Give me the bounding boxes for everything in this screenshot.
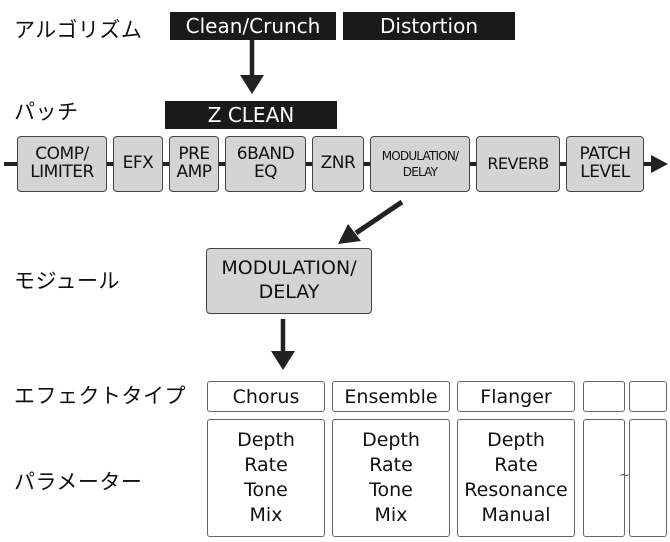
selected-algorithm-band: Z CLEAN (165, 101, 337, 129)
param-ensemble-1: Depth (362, 428, 420, 451)
effect-type-empty-2 (629, 381, 667, 412)
arrow-module-down-head (271, 351, 295, 370)
algorithm-label: アルゴリズム (14, 18, 143, 42)
param-flanger-3: Resonance (464, 479, 568, 501)
effect-type-label: エフェクトタイプ (14, 384, 186, 408)
param-flanger-2: Rate (494, 453, 538, 476)
patch-module-pre-amp: PRE AMP (169, 136, 219, 192)
signal-output-arrowhead (651, 155, 668, 173)
param-flanger-1: Depth (487, 428, 545, 451)
patch-module-reverb-line1: REVERB (487, 153, 549, 173)
module-label: モジュール (14, 269, 121, 293)
param-chorus-2: Rate (244, 453, 288, 476)
ellipsis-mark: ~ (619, 468, 630, 483)
arrow-patch-to-module-shaft (354, 199, 404, 236)
patch-module-comp-limiter-line2: LIMITER (30, 162, 94, 182)
module-box-line1: MODULATION/ (221, 257, 357, 280)
param-chorus-3: Tone (244, 479, 288, 501)
param-ensemble-2: Rate (369, 453, 413, 476)
patch-module-efx-line1: EFX (122, 153, 154, 174)
param-ensemble-4: Mix (374, 504, 408, 527)
parameter-label: パラメーター (14, 470, 143, 494)
patch-module-patch-level: PATCH LEVEL (566, 136, 644, 192)
patch-label: パッチ (14, 100, 79, 124)
patch-module-znr-line1: ZNR (320, 153, 356, 174)
patch-module-modulation-delay-line1: MODULATION/ (381, 148, 459, 163)
effect-type-flanger: Flanger (457, 381, 575, 412)
patch-module-znr: ZNR (312, 136, 364, 192)
param-chorus-1: Depth (237, 428, 295, 451)
parameter-box-chorus: Depth Rate Tone Mix (207, 419, 325, 537)
module-box: MODULATION/ DELAY (206, 248, 372, 314)
algorithm-distortion: Distortion (343, 12, 515, 40)
patch-module-6band-eq: 6BAND EQ (225, 136, 306, 192)
param-ensemble-3: Tone (369, 479, 413, 501)
patch-module-efx: EFX (113, 136, 163, 192)
parameter-box-flanger: Depth Rate Resonance Manual (457, 419, 575, 537)
parameter-box-ensemble: Depth Rate Tone Mix (332, 419, 450, 537)
arrow-algorithm-down-head (240, 75, 264, 94)
parameter-box-empty-2 (629, 419, 667, 537)
patch-module-patch-level-line2: LEVEL (580, 162, 630, 182)
parameter-box-empty-1 (583, 419, 625, 537)
arrow-patch-to-module-head (338, 224, 361, 244)
algorithm-clean-crunch: Clean/Crunch (170, 12, 336, 40)
effect-type-chorus: Chorus (207, 381, 325, 412)
patch-module-pre-amp-line1: PRE (178, 144, 210, 165)
patch-module-pre-amp-line2: AMP (176, 162, 212, 182)
patch-module-comp-limiter: COMP/ LIMITER (17, 136, 107, 192)
patch-module-reverb: REVERB (476, 136, 560, 192)
patch-module-patch-level-line1: PATCH (579, 144, 631, 165)
module-box-line2: DELAY (258, 281, 320, 303)
patch-module-modulation-delay-line2: DELAY (402, 164, 438, 179)
param-flanger-4: Manual (481, 504, 551, 527)
effect-type-ensemble: Ensemble (332, 381, 450, 412)
param-chorus-4: Mix (249, 504, 283, 527)
patch-module-6band-eq-line1: 6BAND (236, 144, 295, 165)
effect-type-empty-1 (583, 381, 625, 412)
patch-module-modulation-delay: MODULATION/ DELAY (370, 136, 470, 192)
patch-module-6band-eq-line2: EQ (253, 162, 278, 182)
patch-module-comp-limiter-line1: COMP/ (35, 144, 89, 165)
